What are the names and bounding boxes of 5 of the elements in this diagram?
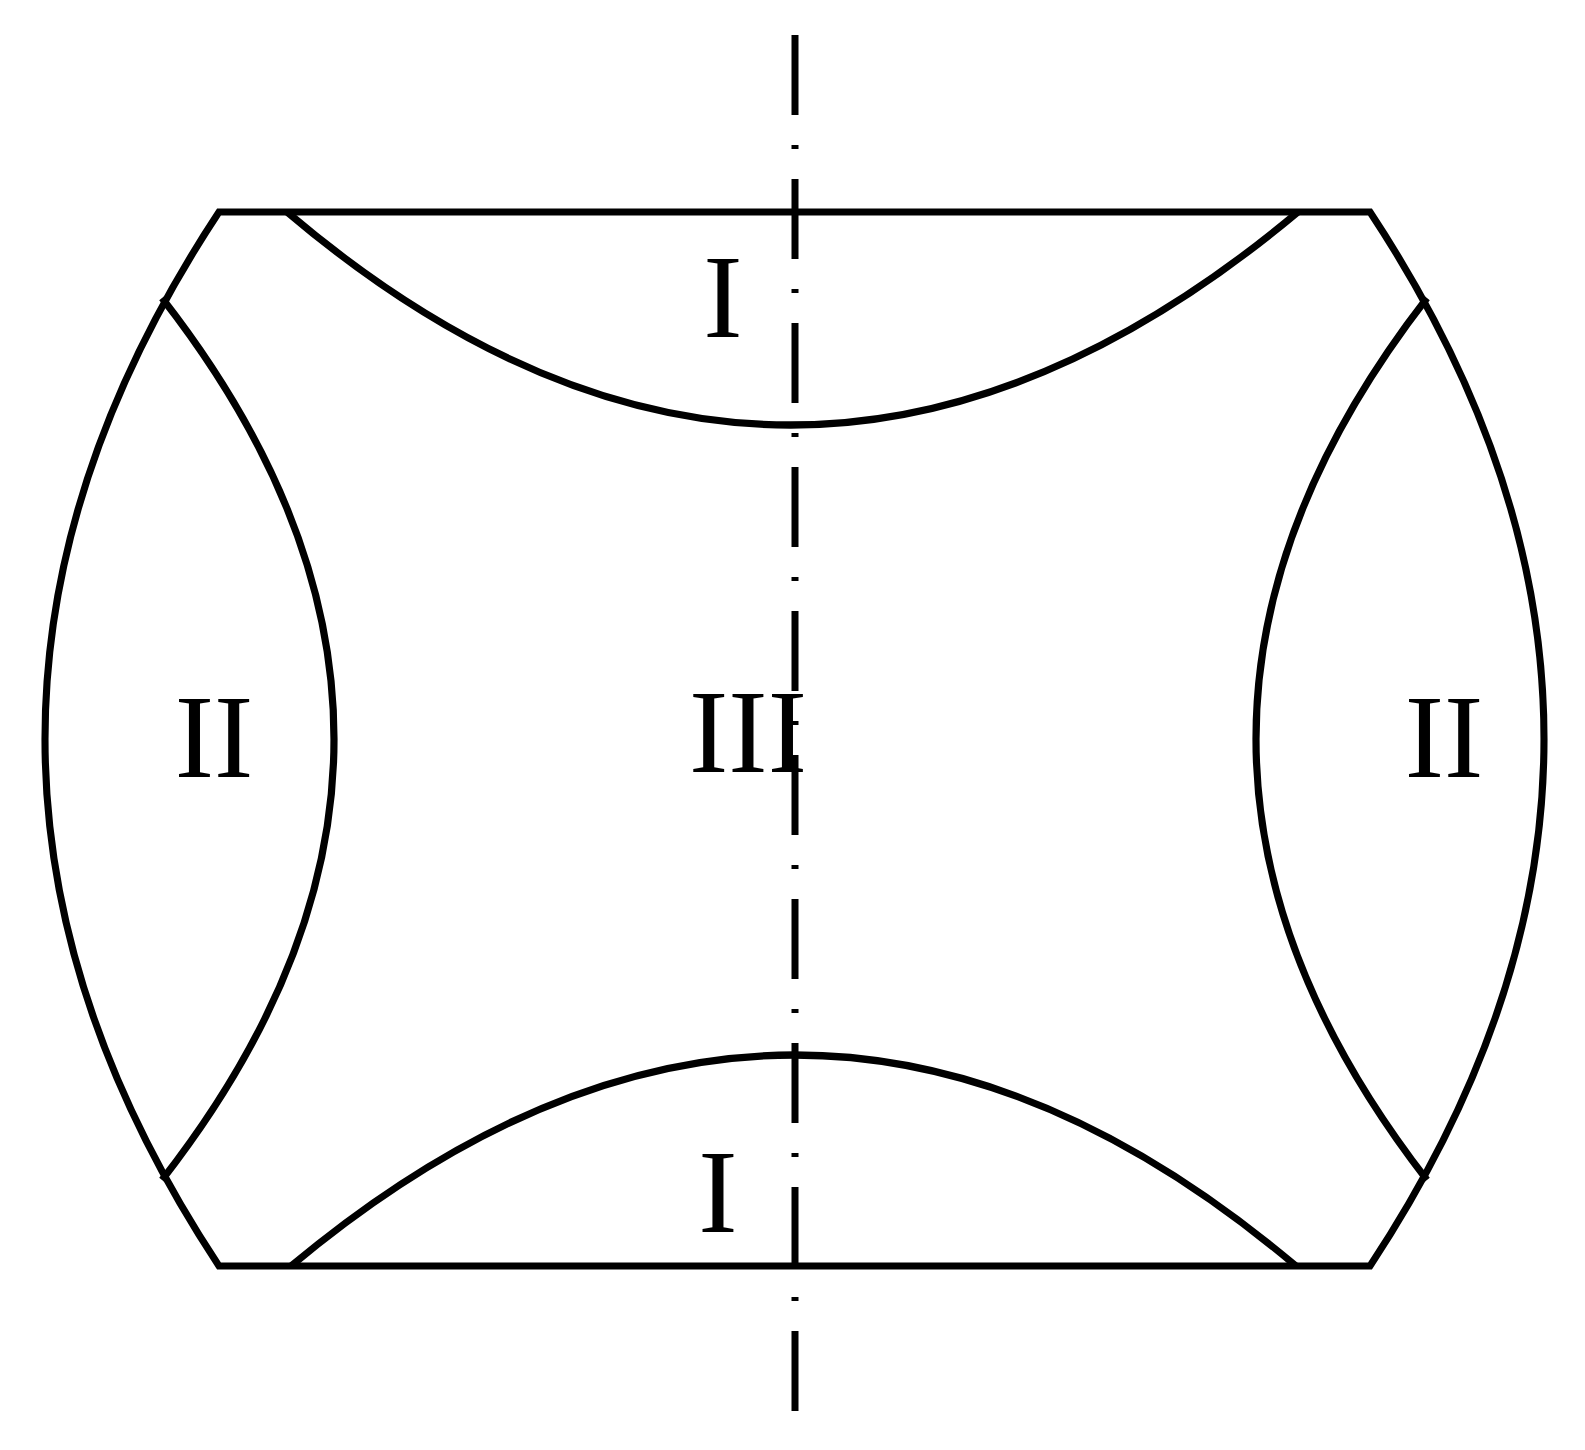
zone-label: II [1404, 679, 1484, 797]
zone-label: III [689, 674, 807, 792]
zone-label: II [174, 679, 254, 797]
zone-label: I [698, 1134, 738, 1252]
zone-label: I [703, 239, 743, 357]
